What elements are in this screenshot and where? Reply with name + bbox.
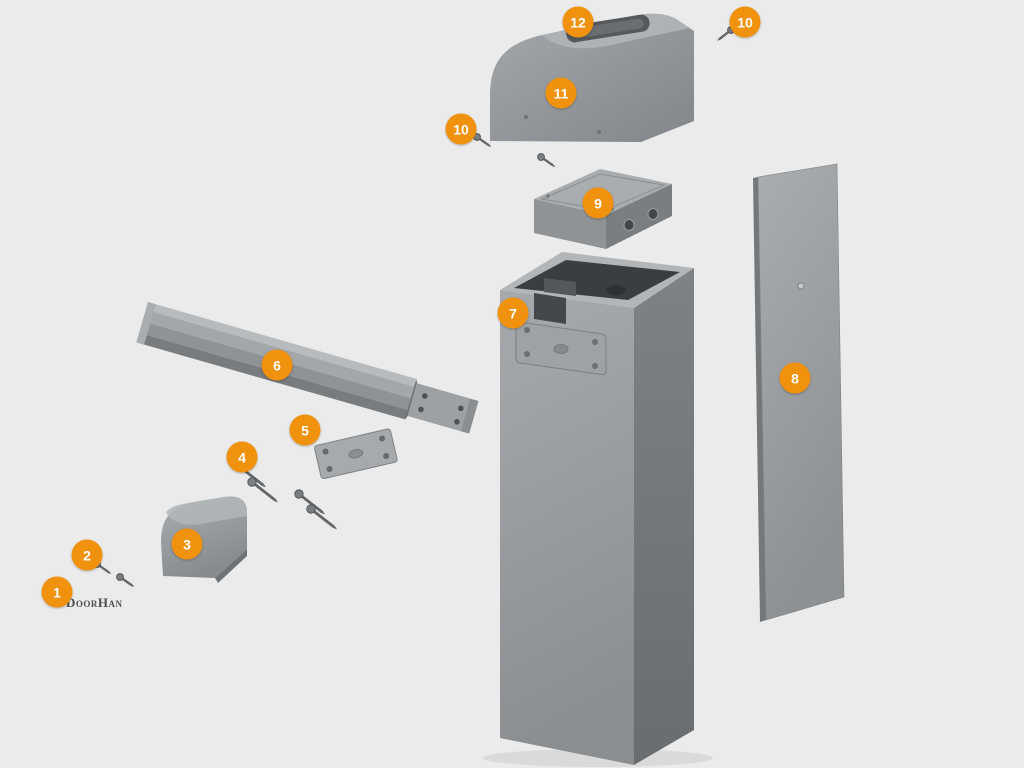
callout-2: 2 xyxy=(71,539,103,571)
callout-7: 7 xyxy=(497,297,529,329)
callout-9: 9 xyxy=(582,187,614,219)
callout-10: 10 xyxy=(729,6,761,38)
callout-10: 10 xyxy=(445,113,477,145)
part-top-cover xyxy=(490,13,694,142)
callout-4: 4 xyxy=(226,441,258,473)
brand-logo: DoorHan xyxy=(66,595,123,610)
ground-shadow xyxy=(483,749,713,767)
callout-1: 1 xyxy=(41,576,73,608)
callout-11: 11 xyxy=(545,77,577,109)
callout-5: 5 xyxy=(289,414,321,446)
part-bracket-plate xyxy=(314,428,398,480)
callout-6: 6 xyxy=(261,349,293,381)
callout-3: 3 xyxy=(171,528,203,560)
callout-8: 8 xyxy=(779,362,811,394)
cover-handle-recess xyxy=(566,14,650,43)
part-cabinet-column xyxy=(500,252,694,765)
callout-12: 12 xyxy=(562,6,594,38)
